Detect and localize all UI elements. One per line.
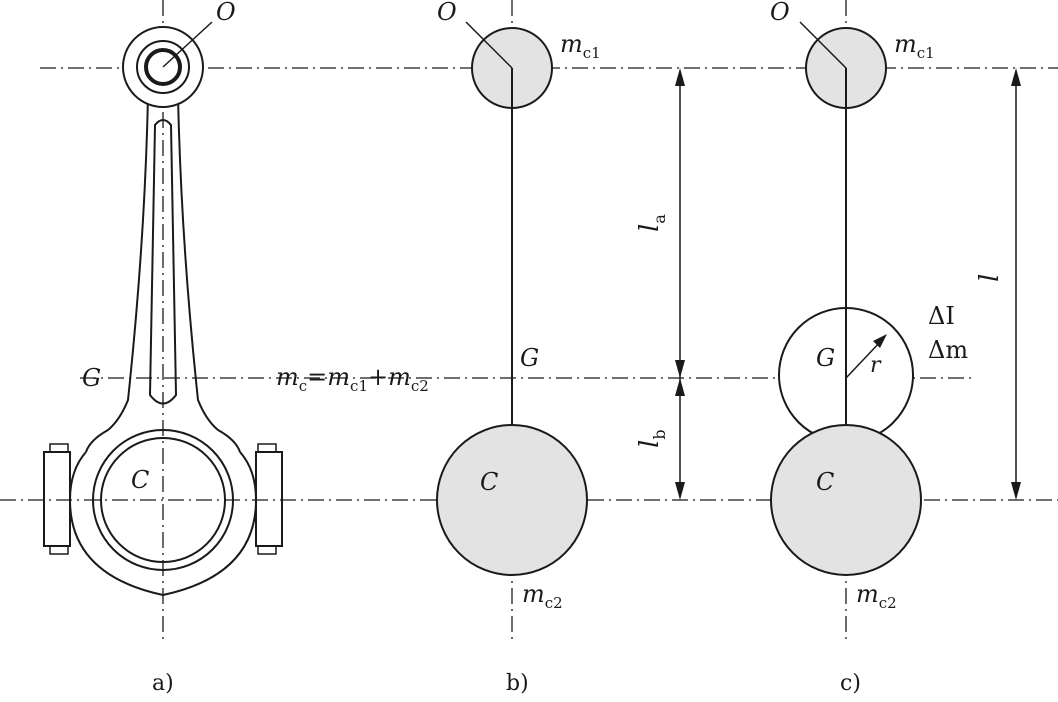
mass-mc2-b bbox=[436, 424, 588, 576]
label-g-c: G bbox=[816, 344, 835, 372]
label-c-b: C bbox=[480, 468, 498, 496]
big-end-bore-inner bbox=[100, 437, 226, 563]
label-o-b: O bbox=[437, 0, 457, 26]
big-end-bore-outer bbox=[92, 429, 234, 571]
o-leader-b bbox=[465, 21, 513, 69]
mass-equation: mc=mc1+mc2 bbox=[276, 363, 429, 395]
caption-a: a) bbox=[152, 671, 174, 696]
label-mc2-b: mc2 bbox=[522, 580, 563, 612]
label-delta-m: Δm bbox=[928, 336, 968, 364]
bolt-head-left-bottom bbox=[49, 545, 69, 555]
arrow-lb-top bbox=[675, 378, 685, 396]
arrow-la-top bbox=[675, 68, 685, 86]
caption-b: b) bbox=[506, 671, 529, 696]
label-mc1-c: mc1 bbox=[894, 30, 935, 62]
bolt-boss-left bbox=[43, 451, 71, 547]
arrow-l-bottom bbox=[1011, 482, 1021, 500]
label-mc2-c: mc2 bbox=[856, 580, 897, 612]
label-lb: lb bbox=[635, 429, 669, 448]
arrow-l-top bbox=[1011, 68, 1021, 86]
label-c-c: C bbox=[816, 468, 834, 496]
o-leader-a bbox=[162, 21, 213, 68]
radius-arrowhead bbox=[873, 334, 887, 348]
small-end-bushing bbox=[144, 48, 182, 86]
mass-mc2-c bbox=[770, 424, 922, 576]
label-c-a: C bbox=[131, 466, 149, 494]
label-r: r bbox=[870, 353, 882, 378]
rod-shank-right bbox=[177, 94, 241, 453]
two-mass-model: O mc1 G C mc2 b) la lb bbox=[436, 0, 685, 696]
label-g-b: G bbox=[520, 344, 539, 372]
rod-web bbox=[148, 119, 178, 405]
label-o-c: O bbox=[770, 0, 790, 26]
corrected-model: O mc1 r G C mc2 ΔI Δm c) l bbox=[770, 0, 1021, 696]
bolt-head-right-bottom bbox=[257, 545, 277, 555]
arrow-la-bottom bbox=[675, 360, 685, 378]
label-mc1-b: mc1 bbox=[560, 30, 601, 62]
connecting-rod-drawing: O G C a) bbox=[43, 0, 283, 696]
label-delta-i: ΔI bbox=[928, 302, 955, 330]
bolt-boss-right bbox=[255, 451, 283, 547]
radius-line bbox=[845, 339, 883, 379]
rod-shank-left bbox=[85, 94, 149, 453]
bolt-head-left-top bbox=[49, 443, 69, 453]
label-g-a: G bbox=[82, 364, 101, 392]
o-leader-c bbox=[799, 21, 847, 69]
label-la: la bbox=[635, 214, 669, 232]
label-l: l bbox=[975, 274, 1005, 282]
arrow-lb-bottom bbox=[675, 482, 685, 500]
small-end-ring bbox=[136, 40, 190, 94]
bolt-head-right-top bbox=[257, 443, 277, 453]
label-o-a: O bbox=[216, 0, 236, 26]
caption-c: c) bbox=[840, 671, 861, 696]
